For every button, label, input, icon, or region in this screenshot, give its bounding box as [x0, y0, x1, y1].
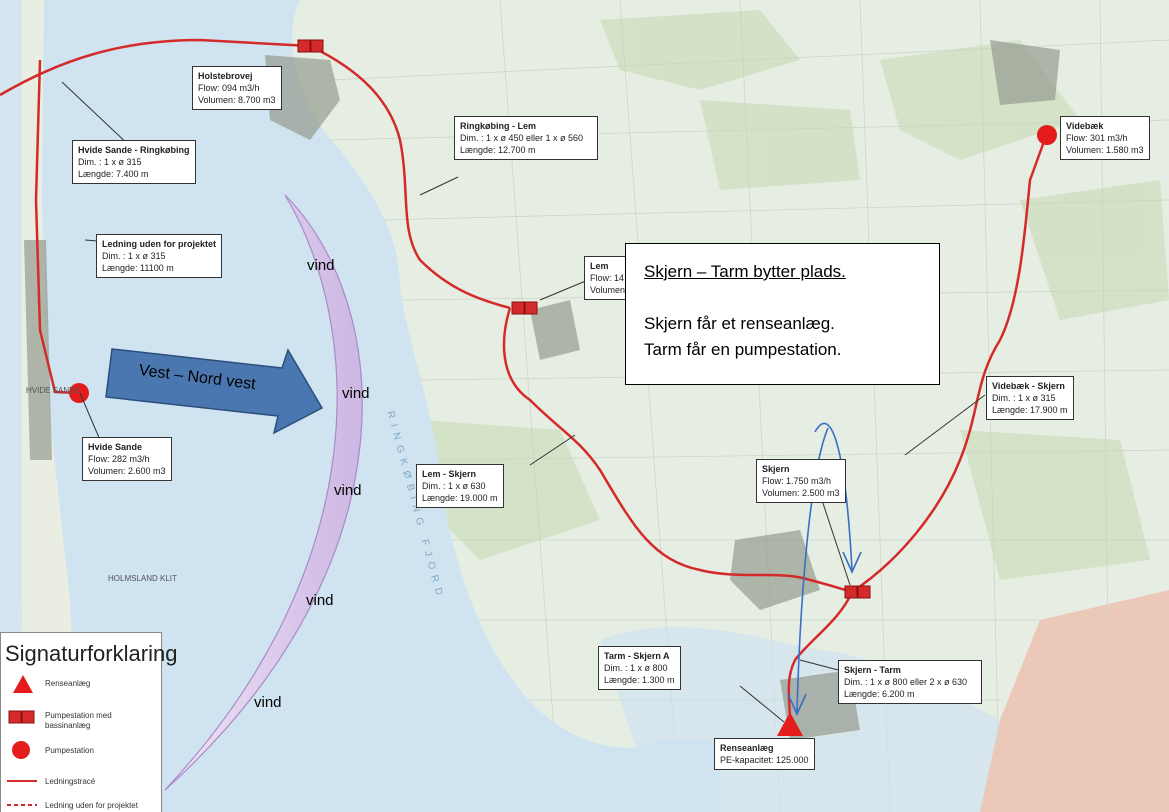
box-dim: Dim. : 1 x ø 800 eller 2 x ø 630 — [844, 677, 968, 687]
box-title: Lem - Skjern — [422, 469, 477, 479]
box-title: Ringkøbing - Lem — [460, 121, 536, 131]
vind-label: vind — [342, 385, 370, 402]
box-renseanlaeg: Renseanlæg PE-kapacitet: 125.000 — [714, 738, 815, 770]
box-ringkobing-lem: Ringkøbing - Lem Dim. : 1 x ø 450 eller … — [454, 116, 598, 160]
vind-label: vind — [334, 482, 362, 499]
box-length: Længde: 12.700 m — [460, 145, 536, 155]
legend-basin-icon — [8, 710, 22, 724]
box-dim: Dim. : 1 x ø 315 — [102, 251, 166, 261]
box-pe: PE-kapacitet: 125.000 — [720, 755, 809, 765]
box-flow: Flow: 1.750 m3/h — [762, 476, 832, 486]
box-title: Ledning uden for projektet — [102, 239, 216, 249]
box-lem-skjern: Lem - Skjern Dim. : 1 x ø 630 Længde: 19… — [416, 464, 504, 508]
box-title: Tarm - Skjern A — [604, 651, 670, 661]
legend-triangle-icon — [13, 675, 33, 693]
box-flow: Flow: 282 m3/h — [88, 454, 150, 464]
box-dim: Dim. : 1 x ø 450 eller 1 x ø 560 — [460, 133, 584, 143]
box-title: Hvide Sande — [88, 442, 143, 452]
box-flow: Flow: 14 — [590, 273, 625, 283]
box-title: Renseanlæg — [720, 743, 774, 753]
box-holstebrovej: Holstebrovej Flow: 094 m3/h Volumen: 8.7… — [192, 66, 282, 110]
box-videbaek: Videbæk Flow: 301 m3/h Volumen: 1.580 m3 — [1060, 116, 1150, 160]
box-title: Skjern - Tarm — [844, 665, 901, 675]
box-skjern: Skjern Flow: 1.750 m3/h Volumen: 2.500 m… — [756, 459, 846, 503]
box-flow: Flow: 301 m3/h — [1066, 133, 1128, 143]
legend-circle-icon — [12, 741, 30, 759]
place-label-hvide-sande: HVIDE SANDE — [26, 386, 81, 395]
box-title: Lem — [590, 261, 609, 271]
box-length: Længde: 17.900 m — [992, 405, 1068, 415]
box-length: Længde: 1.300 m — [604, 675, 675, 685]
info-heading: Skjern – Tarm bytter plads. — [644, 262, 846, 281]
box-length: Længde: 7.400 m — [78, 169, 149, 179]
box-volume: Volumen — [590, 285, 626, 295]
wind-arrow-shape — [105, 348, 324, 435]
legend-item-label: Ledningstracé — [45, 777, 96, 786]
box-skjern-tarm: Skjern - Tarm Dim. : 1 x ø 800 eller 2 x… — [838, 660, 982, 704]
box-flow: Flow: 094 m3/h — [198, 83, 260, 93]
legend-title: Signaturforklaring — [5, 641, 178, 666]
box-dim: Dim. : 1 x ø 630 — [422, 481, 486, 491]
box-title: Videbæk - Skjern — [992, 381, 1065, 391]
box-title: Videbæk — [1066, 121, 1104, 131]
legend-symbols — [7, 675, 37, 806]
info-line-1: Skjern får et renseanlæg. — [644, 314, 835, 333]
legend-item-label: Ledning uden for projektet — [45, 801, 138, 810]
box-volume: Volumen: 8.700 m3 — [198, 95, 276, 105]
box-videbaek-skjern: Videbæk - Skjern Dim. : 1 x ø 315 Længde… — [986, 376, 1074, 420]
info-line-2: Tarm får en pumpestation. — [644, 340, 842, 359]
box-dim: Dim. : 1 x ø 315 — [992, 393, 1056, 403]
info-box: Skjern – Tarm bytter plads. Skjern får e… — [625, 243, 940, 385]
vind-label: vind — [254, 694, 282, 711]
box-volume: Volumen: 2.500 m3 — [762, 488, 840, 498]
box-dim: Dim. : 1 x ø 315 — [78, 157, 142, 167]
box-volume: Volumen: 1.580 m3 — [1066, 145, 1144, 155]
legend-item-label: Pumpestation med bassinanlæg — [45, 711, 112, 730]
box-volume: Volumen: 2.600 m3 — [88, 466, 166, 476]
vind-label: vind — [307, 257, 335, 274]
box-title: Hvide Sande - Ringkøbing — [78, 145, 190, 155]
box-length: Længde: 19.000 m — [422, 493, 498, 503]
place-label-holmsland: HOLMSLAND KLIT — [108, 574, 177, 583]
box-dim: Dim. : 1 x ø 800 — [604, 663, 668, 673]
legend-item-label: Renseanlæg — [45, 679, 91, 688]
legend-item-label: Pumpestation — [45, 746, 94, 755]
legend: Signaturforklaring Renseanlæg Pumpestati… — [0, 632, 177, 812]
box-hvide-ringkobing: Hvide Sande - Ringkøbing Dim. : 1 x ø 31… — [72, 140, 196, 184]
box-title: Holstebrovej — [198, 71, 253, 81]
vind-label: vind — [306, 592, 334, 609]
box-ledning-uden: Ledning uden for projektet Dim. : 1 x ø … — [96, 234, 222, 278]
box-hvide-sande: Hvide Sande Flow: 282 m3/h Volumen: 2.60… — [82, 437, 172, 481]
box-title: Skjern — [762, 464, 790, 474]
box-tarm-skjern: Tarm - Skjern A Dim. : 1 x ø 800 Længde:… — [598, 646, 681, 690]
box-length: Længde: 11100 m — [102, 263, 174, 273]
box-length: Længde: 6.200 m — [844, 689, 915, 699]
